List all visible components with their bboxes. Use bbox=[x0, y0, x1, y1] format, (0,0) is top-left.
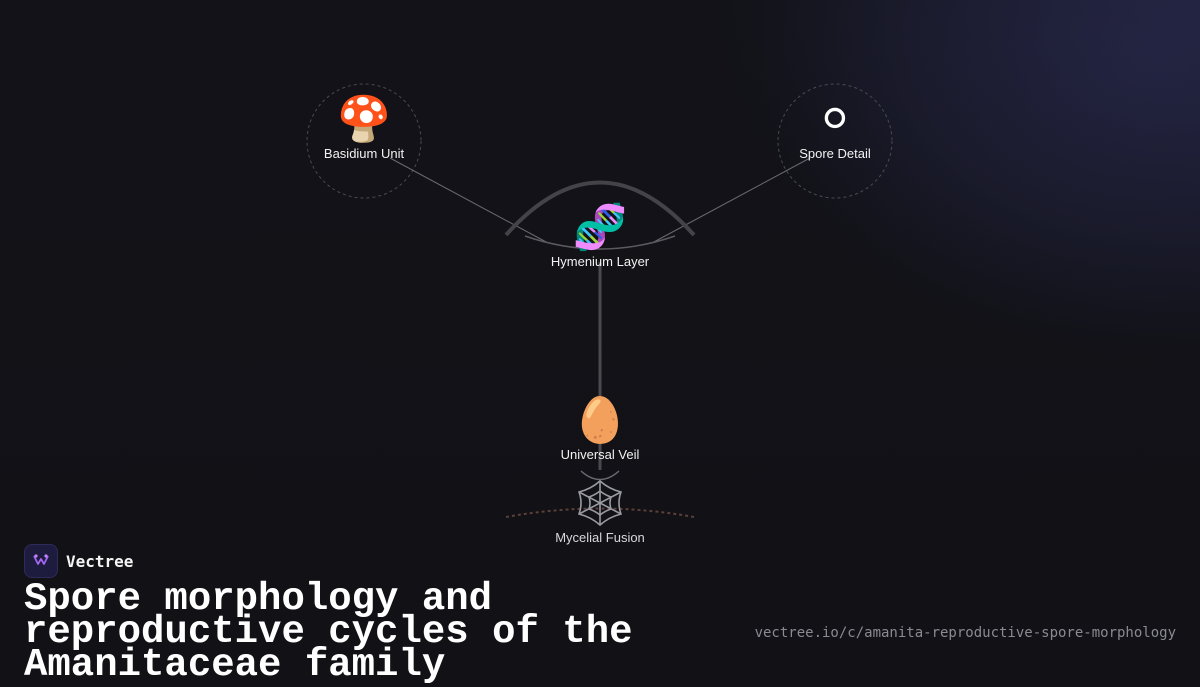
mushroom-icon: 🍄 bbox=[336, 94, 392, 145]
node-label: Mycelial Fusion bbox=[555, 530, 645, 545]
white-circle-icon: ⚪ bbox=[816, 94, 854, 145]
node-hymenium-layer[interactable]: 🧬 Hymenium Layer bbox=[550, 202, 650, 270]
edge-basidium-hymenium bbox=[389, 157, 549, 244]
vectree-logo-icon bbox=[24, 544, 58, 578]
node-label: Spore Detail bbox=[799, 146, 871, 161]
basidium-ring bbox=[306, 83, 422, 199]
volva-curve bbox=[580, 470, 620, 481]
node-basidium-unit[interactable]: 🍄 Basidium Unit bbox=[323, 94, 405, 162]
cap-arc bbox=[504, 180, 696, 237]
gill-arc bbox=[524, 235, 676, 250]
egg-icon: 🥚 bbox=[572, 395, 628, 446]
spore-ring bbox=[777, 83, 893, 199]
brand-name: Vectree bbox=[66, 551, 134, 571]
node-label: Universal Veil bbox=[560, 447, 640, 462]
node-label: Basidium Unit bbox=[323, 146, 405, 161]
spider-web-icon bbox=[577, 479, 623, 527]
node-mycelial-fusion[interactable]: Mycelial Fusion bbox=[555, 528, 645, 545]
node-label: Hymenium Layer bbox=[550, 254, 650, 269]
brand[interactable]: Vectree bbox=[24, 544, 133, 578]
dna-icon: 🧬 bbox=[572, 202, 628, 253]
page-title: Spore morphology and reproductive cycles… bbox=[24, 577, 633, 687]
page-url[interactable]: vectree.io/c/amanita-reproductive-spore-… bbox=[754, 625, 1176, 641]
node-universal-veil[interactable]: 🥚 Universal Veil bbox=[560, 395, 640, 463]
node-spore-detail[interactable]: ⚪ Spore Detail bbox=[799, 94, 871, 162]
edge-spore-hymenium bbox=[651, 157, 811, 244]
